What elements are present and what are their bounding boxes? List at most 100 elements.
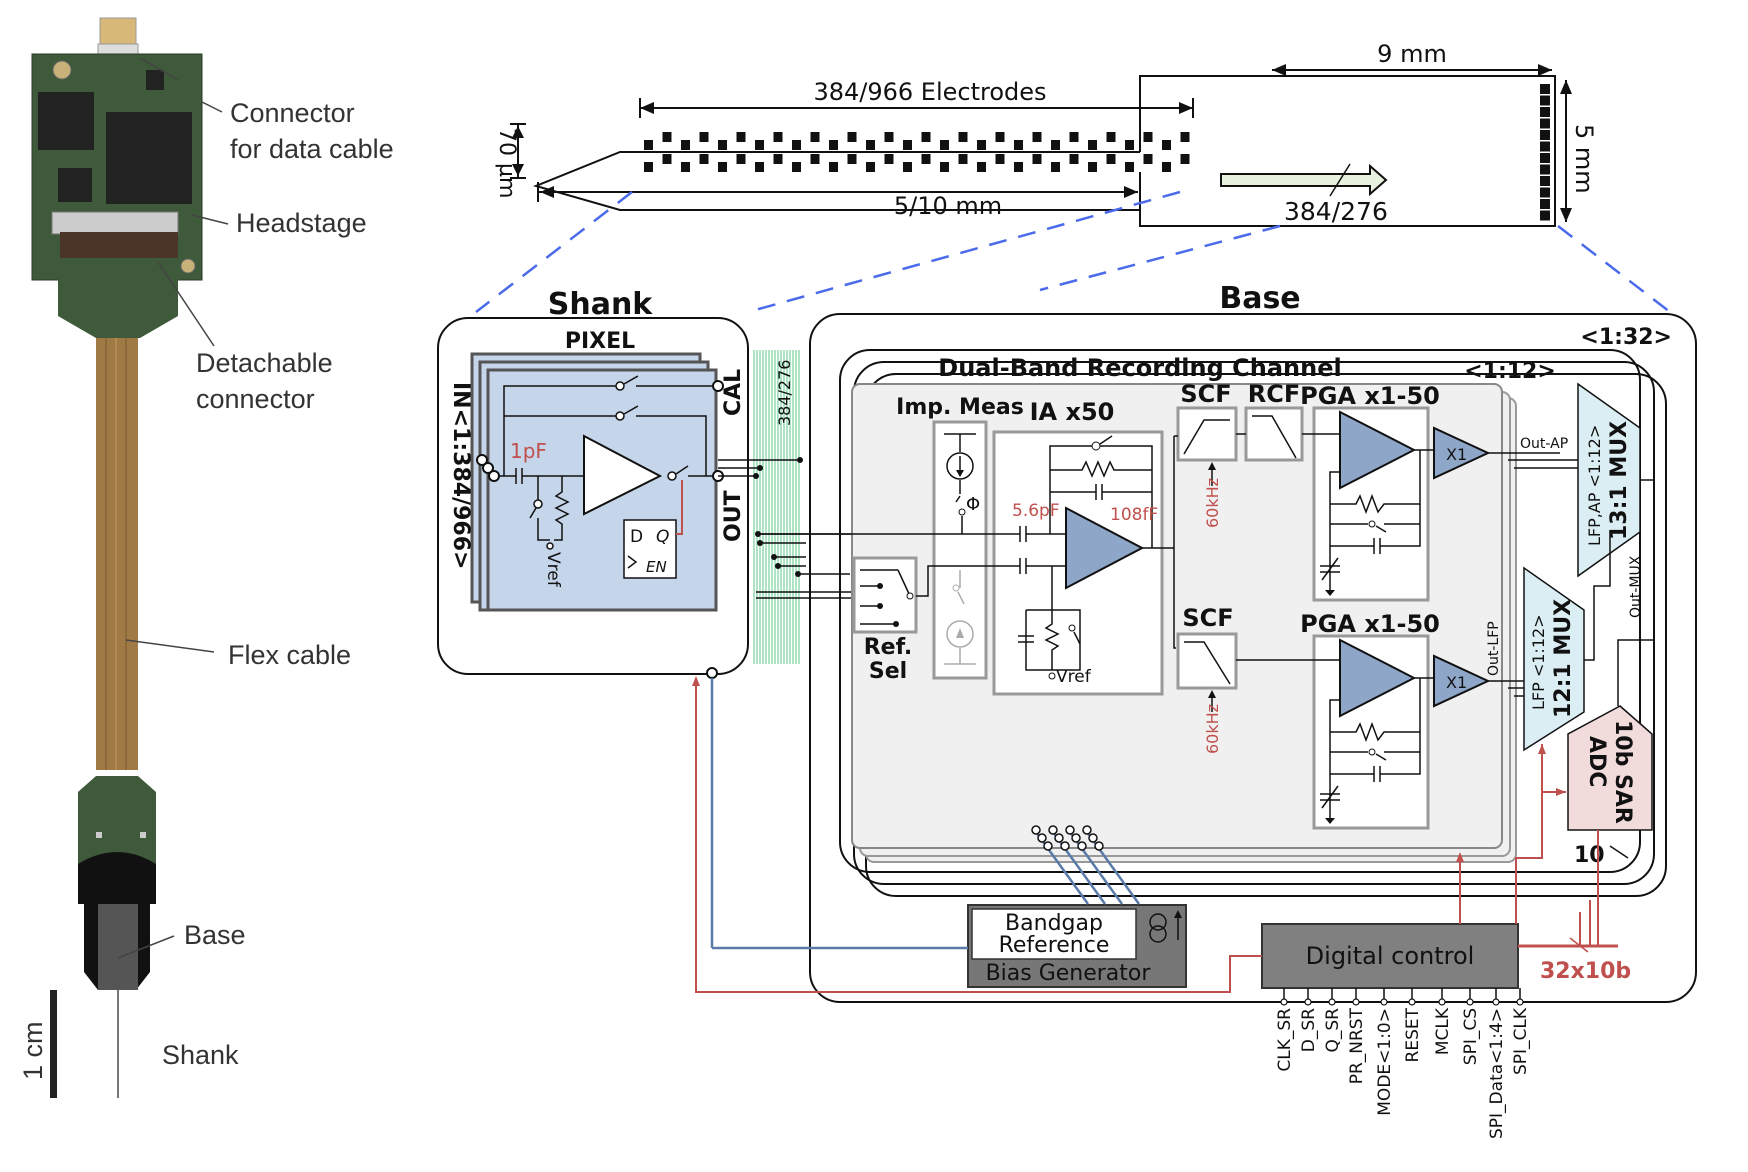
buffer-ap bbox=[1433, 426, 1491, 480]
electrode bbox=[736, 154, 746, 164]
chip bbox=[38, 92, 94, 150]
mounting-hole bbox=[180, 258, 196, 274]
base-width-label: 9 mm bbox=[1377, 40, 1447, 68]
electrode bbox=[681, 140, 690, 150]
flex-connector-latch bbox=[60, 232, 178, 258]
electrode bbox=[792, 140, 801, 150]
electrode bbox=[681, 162, 690, 172]
electrode bbox=[644, 162, 653, 172]
scf-lfp-title: SCF bbox=[1182, 604, 1233, 632]
electrodes-label: 384/966 Electrodes bbox=[813, 78, 1046, 106]
replicate-12-label: <1:12> bbox=[1464, 359, 1556, 384]
base-label: Base bbox=[184, 920, 246, 950]
pin-terminal bbox=[1304, 998, 1312, 1006]
zoom-line bbox=[1557, 225, 1671, 313]
electrode bbox=[1051, 162, 1060, 172]
rcf-title: RCF bbox=[1248, 380, 1301, 408]
electrode bbox=[940, 162, 949, 172]
electrode bbox=[1162, 162, 1171, 172]
bus-count-label: 384/276 bbox=[1284, 197, 1388, 226]
base-outline bbox=[1139, 75, 1556, 227]
electrode bbox=[866, 162, 875, 172]
electrode bbox=[1088, 162, 1097, 172]
base-block: Base <1:32> Dual-Band Recording Channel … bbox=[692, 281, 1697, 1139]
cal-label: CAL bbox=[721, 369, 746, 416]
bond-pad bbox=[1540, 153, 1550, 163]
pin-label: SPI_CS bbox=[1461, 1008, 1481, 1065]
zoom-line bbox=[1039, 224, 1281, 292]
electrode bbox=[977, 140, 986, 150]
channel-title: Dual-Band Recording Channel bbox=[938, 354, 1341, 382]
adc-label-1: 10b SAR bbox=[1610, 720, 1635, 824]
pga-lfp-amplifier bbox=[1339, 638, 1417, 718]
mux-lfp-sub-label: LFP <1:12> bbox=[1529, 614, 1548, 710]
sar-adc bbox=[1567, 705, 1653, 831]
shank-label: Shank bbox=[162, 1040, 239, 1070]
electrode bbox=[718, 140, 727, 150]
electrode bbox=[662, 132, 672, 142]
pin-label: MODE<1:0> bbox=[1375, 1008, 1395, 1116]
shank-title: Shank bbox=[548, 287, 654, 322]
electrode bbox=[829, 162, 838, 172]
ia-vref-label: Vref bbox=[1056, 667, 1092, 687]
bond-pads bbox=[1540, 84, 1550, 221]
pin-label: CLK_SR bbox=[1275, 1008, 1295, 1072]
bond-pad bbox=[1540, 84, 1550, 94]
electrode bbox=[829, 140, 838, 150]
electrode bbox=[1180, 132, 1190, 142]
electrode bbox=[699, 154, 709, 164]
bias-label: Bias Generator bbox=[986, 961, 1152, 986]
pin-label: SPI_Data<1:4> bbox=[1487, 1008, 1507, 1139]
bias-node bbox=[1060, 841, 1070, 851]
highpass-icon bbox=[1183, 419, 1230, 455]
adc-label-2: ADC bbox=[1584, 736, 1609, 787]
flex-cable-top bbox=[58, 258, 178, 338]
pin-label: RESET bbox=[1403, 1007, 1423, 1062]
electrode bbox=[1106, 154, 1116, 164]
buffer-lfp-label: X1 bbox=[1446, 673, 1467, 692]
bond-pad bbox=[1540, 141, 1550, 152]
width-label: 70 µm bbox=[494, 128, 519, 198]
bond-pad bbox=[1540, 187, 1550, 198]
electrode bbox=[1106, 132, 1116, 142]
flex-cable bbox=[96, 338, 138, 770]
electrode bbox=[718, 162, 727, 172]
electrode bbox=[773, 132, 783, 142]
out-label: OUT bbox=[721, 490, 746, 542]
bias-node bbox=[1043, 841, 1053, 851]
electrode bbox=[940, 140, 949, 150]
pin-terminal bbox=[1380, 998, 1388, 1006]
electrode bbox=[662, 154, 672, 164]
electrode bbox=[1088, 140, 1097, 150]
electrode bbox=[921, 132, 931, 142]
bus-arrow bbox=[1220, 163, 1388, 197]
electrode bbox=[699, 132, 709, 142]
ia-input-cap-label: 5.6pF bbox=[1012, 501, 1060, 521]
connector-label-line2: for data cable bbox=[230, 134, 394, 164]
shank-base-bus bbox=[753, 350, 800, 664]
electrode bbox=[903, 162, 912, 172]
bus-width-label: 384/276 bbox=[775, 360, 794, 426]
electrode bbox=[810, 154, 820, 164]
pga-ap-title: PGA x1-50 bbox=[1300, 382, 1440, 410]
headstage-label: Headstage bbox=[236, 208, 367, 238]
bias-node bbox=[1065, 825, 1075, 835]
pin-terminal bbox=[1438, 998, 1446, 1006]
imp-meas-title: Imp. Meas bbox=[896, 395, 1024, 420]
flex-cable-label: Flex cable bbox=[228, 640, 351, 670]
input-cap-label: 1pF bbox=[510, 439, 547, 463]
lowpass-icon bbox=[1252, 415, 1297, 459]
current-source-icon bbox=[946, 452, 974, 480]
electrode bbox=[866, 140, 875, 150]
electrode bbox=[1180, 154, 1190, 164]
bond-pad bbox=[1540, 130, 1550, 140]
shank-control-wire bbox=[695, 680, 1262, 993]
electrode bbox=[884, 132, 894, 142]
bias-lines bbox=[1031, 825, 1141, 905]
bus-taps bbox=[718, 457, 860, 599]
imp-meas-disabled-source bbox=[944, 570, 976, 665]
pin-terminal bbox=[1280, 998, 1288, 1006]
lowpass-icon bbox=[1184, 641, 1231, 685]
digital-control bbox=[1261, 923, 1519, 989]
